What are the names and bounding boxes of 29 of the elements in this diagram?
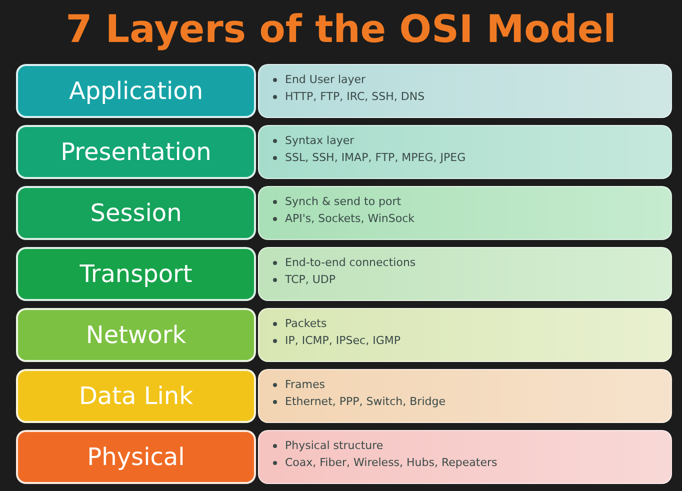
layer-box: Transport bbox=[16, 247, 256, 301]
layer-box: Data Link bbox=[16, 369, 256, 423]
bullet-text: Coax, Fiber, Wireless, Hubs, Repeaters bbox=[285, 455, 498, 471]
description-panel bbox=[258, 369, 672, 423]
layer-box: Session bbox=[16, 186, 256, 240]
description-panel bbox=[258, 125, 672, 179]
description-panel bbox=[258, 430, 672, 484]
bullet-text: IP, ICMP, IPSec, IGMP bbox=[285, 333, 400, 349]
bullet-text: End User layer bbox=[285, 72, 366, 88]
description-panel bbox=[258, 247, 672, 301]
layer-box: Application bbox=[16, 64, 256, 118]
description-panel bbox=[258, 308, 672, 362]
title: 7 Layers of the OSI Model bbox=[64, 6, 618, 53]
description-panel bbox=[258, 186, 672, 240]
bullet-text: HTTP, FTP, IRC, SSH, DNS bbox=[285, 89, 425, 105]
bullet-text: Syntax layer bbox=[285, 133, 354, 149]
bullet-text: Packets bbox=[285, 316, 327, 332]
layer-box: Physical bbox=[16, 430, 256, 484]
description-panel bbox=[258, 64, 672, 118]
bullet-text: TCP, UDP bbox=[285, 272, 336, 288]
bullet-text: Ethernet, PPP, Switch, Bridge bbox=[285, 394, 446, 410]
bullet-text: SSL, SSH, IMAP, FTP, MPEG, JPEG bbox=[285, 150, 466, 166]
layer-box: Presentation bbox=[16, 125, 256, 179]
bullet-text: Physical structure bbox=[285, 438, 384, 454]
bullet-text: Frames bbox=[285, 377, 326, 393]
bullet-text: End-to-end connections bbox=[285, 255, 416, 271]
bullet-text: Synch & send to port bbox=[285, 194, 402, 210]
bullet-text: API's, Sockets, WinSock bbox=[285, 211, 414, 227]
layer-box: Network bbox=[16, 308, 256, 362]
